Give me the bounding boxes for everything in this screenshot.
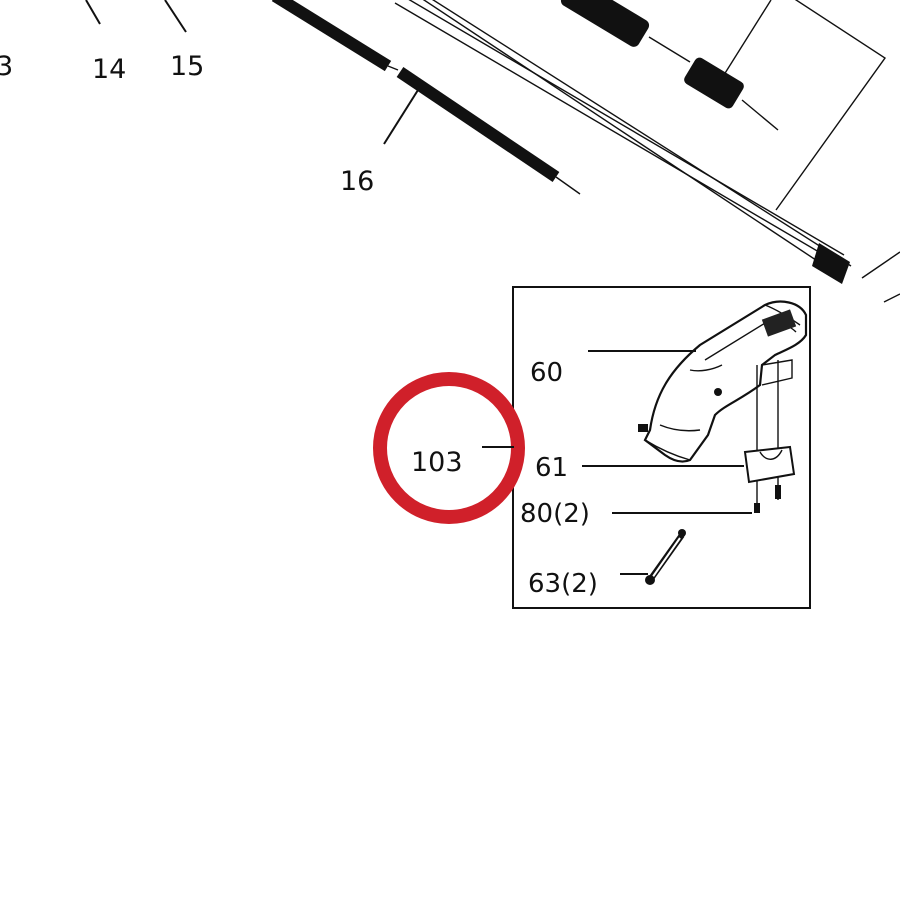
part-label-15: 15 (170, 51, 204, 82)
part-label-80: 80(2) (520, 499, 590, 529)
screws-80 (754, 485, 781, 513)
cable-assembly (271, 0, 581, 195)
part-label-61: 61 (535, 453, 568, 483)
part-label-60: 60 (530, 358, 563, 388)
part-label-63: 63(2) (528, 569, 598, 599)
connector-block-upper (560, 0, 650, 47)
bolt-63 (645, 529, 686, 585)
part-label-16: 16 (340, 166, 374, 197)
leader-line-14 (85, 0, 101, 25)
bracket-block-61 (743, 445, 796, 484)
part-label-103: 103 (411, 447, 463, 478)
connector-block-lower (684, 57, 744, 109)
cover-housing-60 (638, 300, 808, 463)
part-label-3: 3 (0, 51, 13, 82)
rail-assembly (394, 0, 900, 303)
leader-line-15 (164, 0, 187, 33)
part-label-14: 14 (92, 54, 126, 85)
highlight-ring (373, 372, 525, 524)
leader-line-16 (383, 89, 419, 145)
